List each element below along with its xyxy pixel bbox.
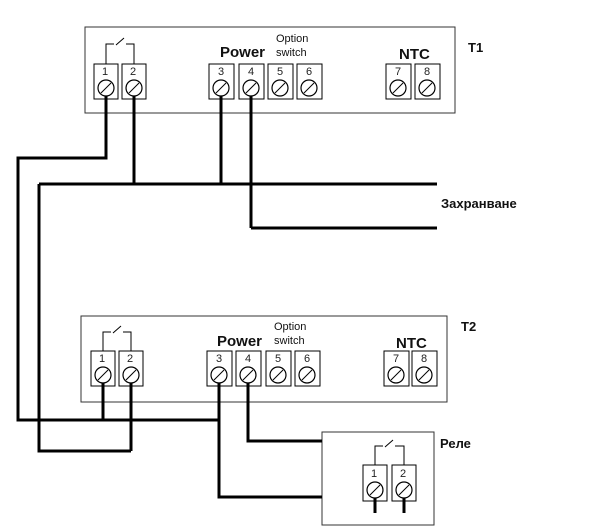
t1-terminal-5: 5 (267, 63, 294, 100)
t2-terminal-8: 8 (411, 350, 438, 387)
t1-relay-contact-symbol (105, 37, 135, 64)
t2-terminal-2: 2 (118, 350, 144, 387)
relay-block: 1 2 (321, 431, 435, 526)
t2-terminal-3: 3 (206, 350, 233, 387)
t1-terminal-4-number: 4 (248, 66, 254, 78)
t2-terminal-2-number: 2 (127, 353, 133, 365)
t1-terminal-7: 7 (385, 63, 412, 100)
t2-terminal-4-number: 4 (245, 353, 251, 365)
t1-terminal-8-number: 8 (424, 66, 430, 78)
t1-option-label-line2: switch (276, 47, 307, 59)
t1-terminal-8: 8 (414, 63, 441, 100)
t1-ntc-label: NTC (399, 46, 430, 63)
wiring (16, 96, 437, 499)
t1-terminal-6: 6 (296, 63, 323, 100)
t1-terminal-1: 1 (93, 63, 119, 100)
relay-terminal-2-number: 2 (400, 468, 406, 480)
t1-terminal-2-number: 2 (130, 66, 136, 78)
relay-label: Реле (440, 436, 471, 451)
t1-terminal-7-number: 7 (395, 66, 401, 78)
t1-option-label-line1: Option (276, 33, 308, 45)
wire-inner-left-bus (37, 184, 131, 453)
t2-terminal-1: 1 (90, 350, 116, 387)
t2-power-label: Power (217, 333, 262, 350)
t1-terminal-4: 4 (238, 63, 265, 100)
controller-t2: Power Option switch NTC 1 2 3 4 (80, 315, 448, 403)
t2-ntc-label: NTC (396, 335, 427, 352)
t1-terminal-1-number: 1 (102, 66, 108, 78)
t2-terminal-6-number: 6 (304, 353, 310, 365)
t1-power-label: Power (220, 44, 265, 61)
relay-contact-symbol (374, 439, 405, 465)
wire-t1-1-left-bus (16, 96, 219, 422)
t2-terminal-8-number: 8 (421, 353, 427, 365)
controller-t1: Power Option switch NTC 1 2 3 4 (84, 26, 456, 114)
t1-terminal-6-number: 6 (306, 66, 312, 78)
t2-terminal-3-number: 3 (216, 353, 222, 365)
t2-terminal-7-number: 7 (393, 353, 399, 365)
wire-t2-3-to-relay (217, 383, 322, 499)
t1-label: T1 (468, 40, 483, 55)
t2-option-label-line2: switch (274, 335, 305, 347)
t2-terminal-7: 7 (383, 350, 410, 387)
t1-terminal-3-number: 3 (218, 66, 224, 78)
relay-terminal-1: 1 (362, 464, 388, 502)
t2-terminal-6: 6 (294, 350, 321, 387)
t1-terminal-2: 2 (121, 63, 147, 100)
t2-terminal-5-number: 5 (275, 353, 281, 365)
wire-t2-4-to-relay (246, 383, 322, 443)
t2-terminal-4: 4 (235, 350, 262, 387)
t2-terminal-1-number: 1 (99, 353, 105, 365)
t2-terminal-5: 5 (265, 350, 292, 387)
relay-terminal-2: 2 (391, 464, 417, 502)
power-supply-label: Захранване (441, 196, 517, 211)
t2-option-label-line1: Option (274, 321, 306, 333)
t2-label: T2 (461, 319, 476, 334)
t2-relay-contact-symbol (102, 325, 132, 351)
t1-terminal-3: 3 (208, 63, 235, 100)
t1-terminal-5-number: 5 (277, 66, 283, 78)
relay-terminal-1-number: 1 (371, 468, 377, 480)
